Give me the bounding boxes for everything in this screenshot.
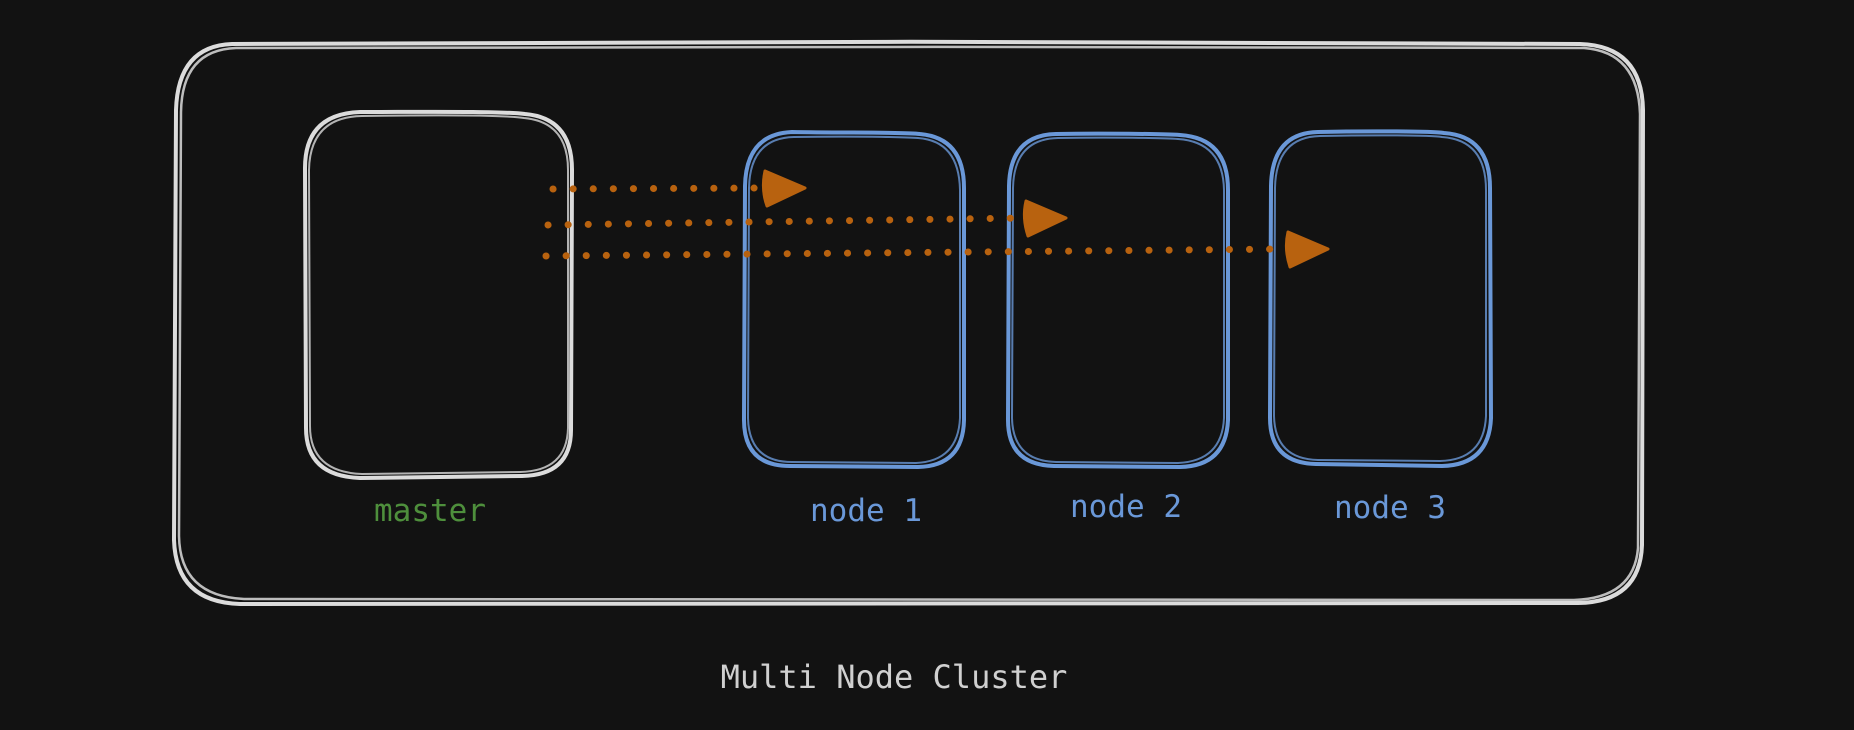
arrow-master-to-node-1 bbox=[549, 169, 807, 208]
master-box bbox=[303, 109, 574, 480]
arrow-master-to-node-2 bbox=[544, 199, 1068, 238]
node-box-3 bbox=[1268, 129, 1493, 468]
cluster-boundary bbox=[172, 39, 1645, 606]
node-label-3: node 3 bbox=[1334, 490, 1446, 526]
master-label: master bbox=[374, 493, 486, 529]
arrow-master-to-node-3 bbox=[542, 230, 1330, 269]
node-box-1 bbox=[742, 130, 966, 469]
cluster-title: Multi Node Cluster bbox=[721, 658, 1068, 696]
node-label-2: node 2 bbox=[1070, 489, 1182, 525]
node-label-1: node 1 bbox=[810, 493, 922, 529]
node-box-2 bbox=[1006, 131, 1230, 469]
